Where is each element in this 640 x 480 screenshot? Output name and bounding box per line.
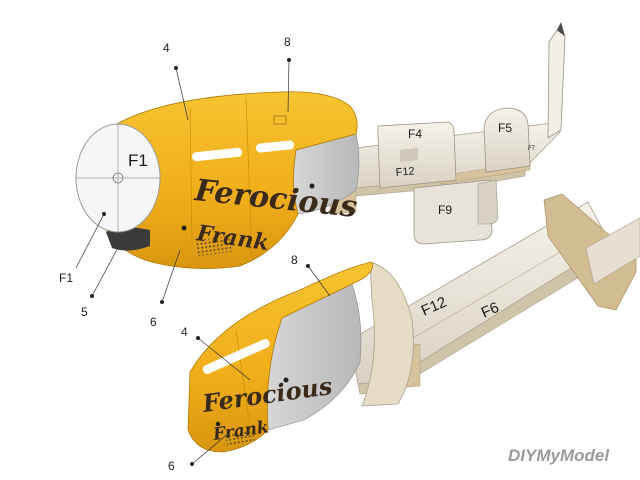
panel-line bbox=[235, 329, 253, 441]
air-grille bbox=[195, 235, 233, 257]
label-f9: F9 bbox=[438, 203, 452, 217]
svg-text:6: 6 bbox=[150, 315, 157, 329]
panel-line bbox=[245, 97, 253, 261]
cowl-rear-former bbox=[361, 261, 414, 407]
cowl-yellow-bottom bbox=[187, 261, 373, 453]
f4-slot bbox=[400, 148, 418, 162]
exhaust-stripe bbox=[256, 140, 295, 153]
cowl-yellow-top bbox=[103, 91, 358, 269]
label-f7: F7 bbox=[528, 146, 536, 152]
disc-center bbox=[112, 172, 124, 184]
rivet-dot bbox=[215, 421, 221, 427]
former-f5 bbox=[483, 107, 531, 173]
rivet-dot bbox=[283, 377, 289, 383]
panel-line bbox=[189, 107, 193, 245]
rivet-dot bbox=[181, 225, 187, 231]
intake-top bbox=[106, 227, 150, 251]
svg-text:8: 8 bbox=[284, 35, 291, 49]
svg-text:4: 4 bbox=[163, 41, 170, 55]
svg-text:5: 5 bbox=[81, 305, 88, 319]
air-grille bbox=[225, 429, 255, 447]
callout-6-top: 6 bbox=[150, 249, 181, 329]
rivet-dot bbox=[309, 183, 315, 189]
svg-text:6: 6 bbox=[168, 459, 175, 473]
post-tip bbox=[557, 22, 565, 36]
callout-4-top: 4 bbox=[163, 41, 189, 121]
former-f9-side bbox=[477, 179, 499, 225]
exhaust-stripe bbox=[202, 338, 270, 374]
wood-spar-rear bbox=[585, 217, 640, 285]
callout-5-top: 5 bbox=[81, 243, 121, 319]
label-f6: F6 bbox=[479, 299, 502, 322]
svg-text:4: 4 bbox=[181, 325, 188, 339]
former-f7 bbox=[547, 29, 566, 139]
exhaust-stripe bbox=[192, 147, 242, 162]
label-f1: F1 bbox=[128, 151, 148, 170]
svg-text:F1: F1 bbox=[59, 271, 73, 285]
label-f12-top: F12 bbox=[395, 165, 415, 179]
label-f4: F4 bbox=[408, 127, 422, 141]
watermark: DIYMyModel bbox=[508, 446, 610, 465]
label-f5: F5 bbox=[498, 121, 512, 135]
callout-8-top: 8 bbox=[284, 35, 291, 113]
callout-8-bottom: 8 bbox=[291, 253, 331, 297]
former-f9 bbox=[413, 179, 493, 245]
callout-6-bottom: 6 bbox=[168, 431, 231, 473]
top-assembly: Ferocious Frank F1 F4 F5 F7 F9 F12 4 8 F… bbox=[59, 22, 566, 329]
hatch-marker bbox=[273, 115, 287, 125]
callout-f1-top: F1 bbox=[59, 212, 106, 285]
svg-text:8: 8 bbox=[291, 253, 298, 267]
callout-4-bottom: 4 bbox=[181, 325, 251, 381]
bottom-assembly: Ferocious Frank F12 F6 8 4 6 bbox=[168, 193, 640, 473]
